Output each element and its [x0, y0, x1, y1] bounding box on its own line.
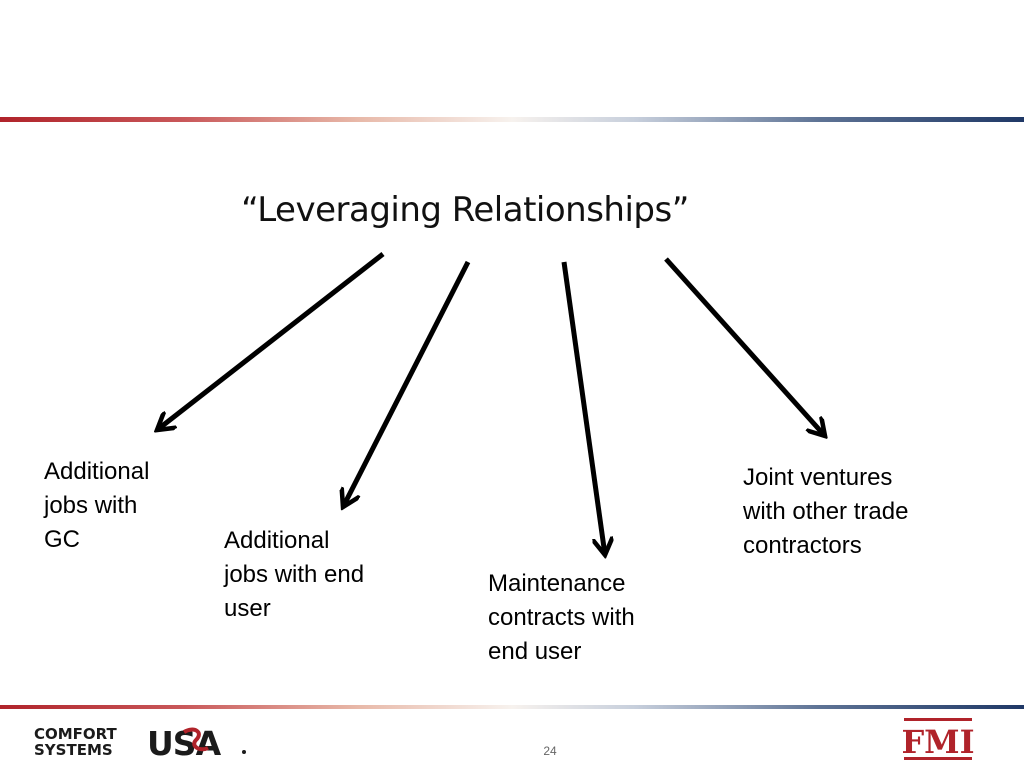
logo-word-comfort: COMFORT: [34, 725, 118, 743]
arrow-to-joint-ventures: [664, 257, 825, 436]
fmi-logo: FMI: [901, 718, 975, 761]
label-additional-jobs-gc: Additional jobs with GC: [44, 458, 150, 553]
label-joint-ventures: Joint ventures with other trade contract…: [743, 464, 909, 559]
arrow-to-gc: [157, 252, 385, 430]
label-maintenance-contracts: Maintenance contracts with end user: [488, 570, 635, 665]
bottom-accent-band: [0, 705, 1024, 709]
logo-swoosh: [182, 727, 209, 752]
page-number: 24: [543, 744, 557, 758]
arrow-to-end-user: [343, 260, 471, 507]
comfort-systems-usa-logo: COMFORT SYSTEMS USA: [34, 724, 246, 762]
fmi-logo-text: FMI: [901, 723, 974, 761]
top-accent-band: [0, 117, 1024, 122]
logo-word-systems: SYSTEMS: [34, 741, 113, 759]
arrow-to-maintenance: [561, 261, 605, 555]
label-additional-jobs-end-user: Additional jobs with end user: [224, 527, 365, 622]
slide-title: “Leveraging Relationships”: [241, 190, 689, 230]
